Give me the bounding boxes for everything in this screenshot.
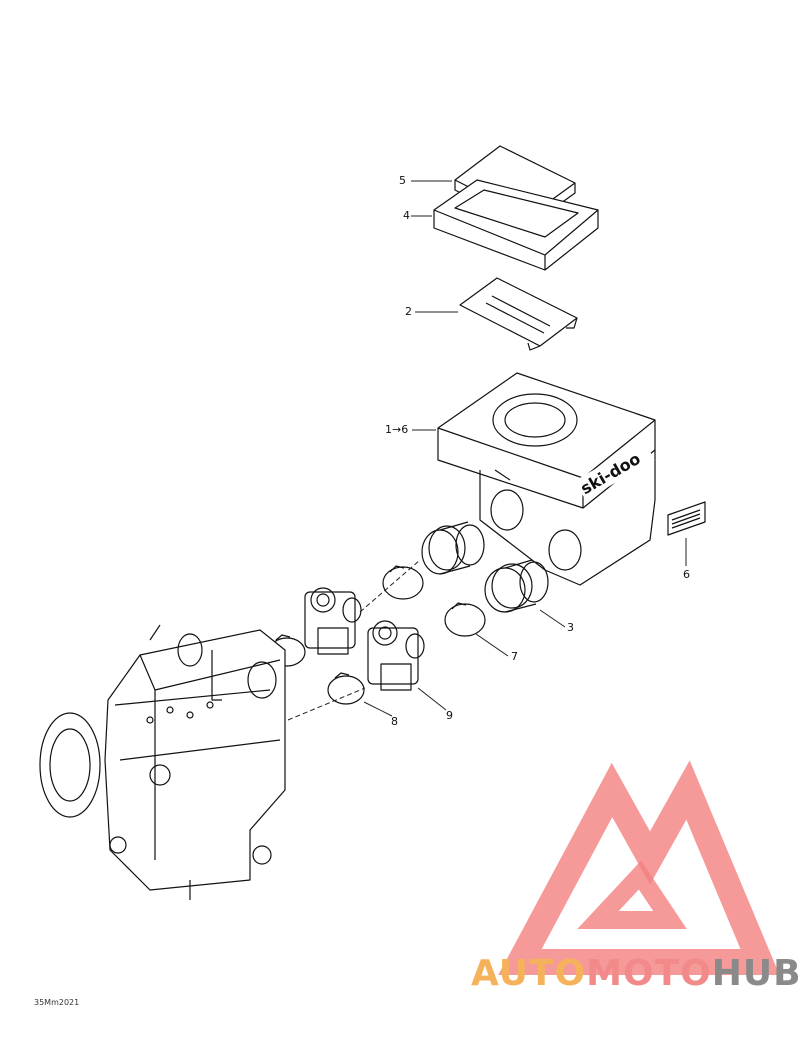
callout-3: 3 bbox=[567, 621, 574, 634]
watermark-auto: AUTO bbox=[471, 953, 587, 994]
part-9-carburetors bbox=[304, 587, 425, 691]
part-2-plate bbox=[459, 277, 578, 351]
part-6-decal bbox=[667, 501, 706, 536]
watermark-moto: MOTO bbox=[586, 953, 712, 994]
engine-block bbox=[39, 624, 286, 900]
callout-7: 7 bbox=[511, 650, 518, 663]
watermark-logo bbox=[498, 760, 780, 975]
callout-1-6: 1→6 bbox=[385, 423, 409, 436]
callout-6: 6 bbox=[683, 568, 690, 581]
figure-id: 35Mm2021 bbox=[34, 998, 80, 1007]
part-1-air-silencer bbox=[437, 372, 656, 586]
callout-5: 5 bbox=[399, 174, 406, 187]
leader-lines bbox=[287, 180, 687, 721]
callout-2: 2 bbox=[405, 305, 412, 318]
callout-4: 4 bbox=[403, 209, 410, 222]
part-4-filter-frame bbox=[433, 179, 599, 271]
callout-9: 9 bbox=[446, 709, 453, 722]
watermark-text: AUTOMOTOHUB bbox=[471, 956, 800, 992]
part-3-intake-adaptor bbox=[421, 521, 549, 613]
callout-8: 8 bbox=[391, 715, 398, 728]
watermark-hub: HUB bbox=[711, 953, 800, 994]
part-7-clamps bbox=[382, 565, 486, 637]
